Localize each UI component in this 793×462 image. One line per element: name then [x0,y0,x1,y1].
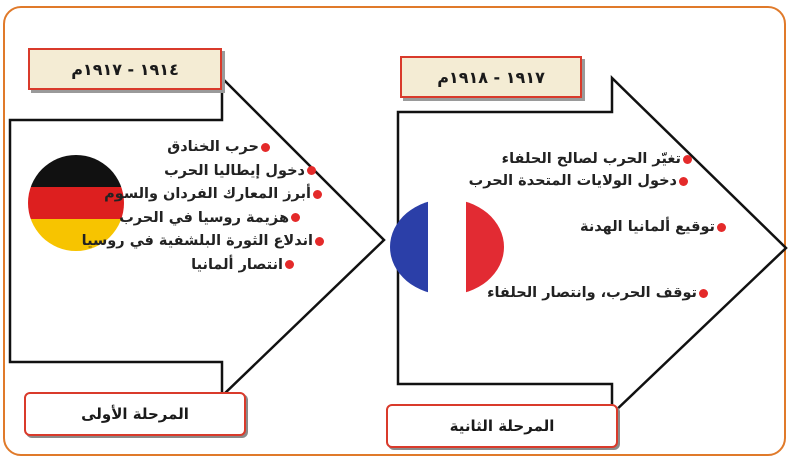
stage1-event: هزيمة روسيا في الحرب [8,207,300,231]
stage1-arrow [8,74,386,399]
bullet-dot-icon [313,189,322,199]
stage2-date-box: ١٩١٧ - ١٩١٨م [400,56,582,98]
stage1-event: حرب الخنادق [8,136,270,160]
stage1-label-box: المرحلة الأولى [24,392,246,436]
stage1-event: انتصار ألمانيا [8,254,294,278]
stage1-event: أبرز المعارك الفردان والسوم [8,183,322,207]
bullet-dot-icon [315,236,324,246]
bullet-dot-icon [679,176,688,186]
stage2-label-box: المرحلة الثانية [386,404,618,448]
bullet-dot-icon [291,213,300,222]
stage1-label: المرحلة الأولى [81,405,189,423]
bullet-dot-icon [717,222,726,232]
stage2-label: المرحلة الثانية [449,417,555,435]
stage2-event: دخول الولايات المتحدة الحرب [400,170,688,192]
stage1-event: دخول إيطاليا الحرب [8,160,316,184]
stage2-date-text: ١٩١٧ - ١٩١٨م [437,67,545,87]
bullet-dot-icon [285,260,294,269]
bullet-dot-icon [307,166,316,175]
bullet-dot-icon [261,142,270,152]
france-flag-stripe-middle [428,199,466,295]
stage1-event-list: حرب الخنادق دخول إيطاليا الحرب أبرز المع… [8,136,324,278]
stage2-event: توقف الحرب، وانتصار الحلفاء [400,282,708,304]
stage1-date-text: ١٩١٤ - ١٩١٧م [71,59,179,79]
stage2-event-list: تغيّر الحرب لصالح الحلفاء دخول الولايات … [400,148,726,304]
bullet-dot-icon [683,154,692,164]
germany-flag-stripe-middle [28,187,124,219]
bullet-dot-icon [699,288,708,298]
stage1-date-box: ١٩١٤ - ١٩١٧م [28,48,222,90]
diagram-frame [3,6,786,456]
stage1-event: اندلاع الثورة البلشفية في روسيا [8,230,324,254]
stage2-event: توقيع ألمانيا الهدنة [400,216,726,238]
stage2-event: تغيّر الحرب لصالح الحلفاء [400,148,692,170]
